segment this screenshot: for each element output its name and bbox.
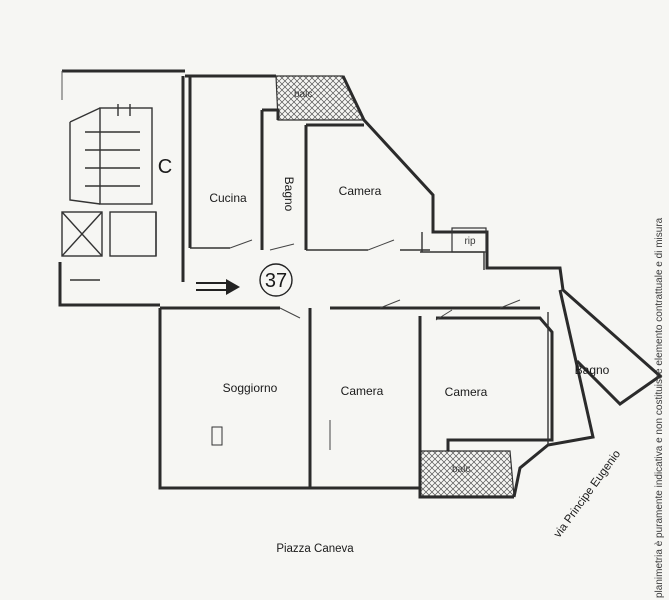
stairwell [61,76,185,282]
balcony-label-top: balc [294,89,312,100]
room-label-soggiorno: Soggiorno [223,381,278,395]
room-label-camera-mid: Camera [341,384,384,398]
interior-walls-bottom [160,306,554,488]
doors [229,239,521,450]
stair-letter: C [158,156,172,178]
unit-number-circle [259,263,293,297]
room-label-rip: rip [464,236,476,247]
room-label-camera-right: Camera [445,385,488,399]
street-label-diagonal: via Principe Eugenio [552,448,623,540]
balcony-label-bottom: balc [452,464,470,475]
side-disclaimer: planimetria è puramente indicativa e non… [654,217,665,598]
rip-outline [451,227,487,253]
room-label-camera-top: Camera [339,184,382,198]
soggiorno-fixture [211,426,223,446]
room-label-cucina: Cucina [209,191,247,205]
balcony-top [275,75,365,121]
room-label-bagno-right: Bagno [575,363,610,377]
room-label-bagno-top: Bagno [282,177,296,212]
unit-number: 37 [265,270,287,292]
outer-walls [58,69,663,499]
entrance-arrow-icon [196,279,240,295]
street-label-bottom: Piazza Caneva [276,543,354,555]
